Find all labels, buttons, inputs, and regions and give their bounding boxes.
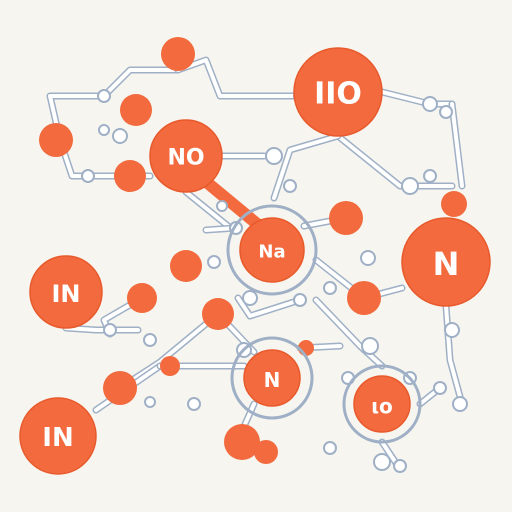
small-atoms-layer: [39, 37, 468, 473]
atom-node-bottom-left: [19, 397, 97, 475]
atom-node-center: [239, 217, 305, 283]
small-ring-atom: [444, 322, 460, 338]
small-atom: [441, 191, 467, 217]
atom-node-lower-right-ring: [342, 364, 422, 444]
small-atom: [170, 250, 202, 282]
small-ring-atom: [98, 124, 110, 136]
small-ring-atom: [439, 105, 453, 119]
small-ring-atom: [187, 397, 201, 411]
small-ring-atom: [373, 453, 391, 471]
atom-label-bottom-left: IN: [42, 423, 73, 453]
atom-label-lower-right: ιο: [371, 394, 393, 418]
atom-node-left: [29, 255, 103, 329]
atom-node-top-right: [293, 47, 383, 137]
small-atom: [224, 424, 260, 460]
small-atom: [329, 201, 363, 235]
atom-node-right: [401, 217, 491, 307]
bond-line: [236, 296, 302, 318]
bond-line: [64, 326, 140, 332]
small-ring-atom: [103, 323, 117, 337]
small-ring-atom: [283, 179, 297, 193]
small-atom: [114, 160, 146, 192]
atom-node-upper-left: [149, 119, 223, 193]
atom-label-top-right: IIO: [314, 77, 362, 112]
small-ring-atom: [361, 337, 379, 355]
small-atom: [120, 94, 152, 126]
atom-node-lower-center: [243, 349, 301, 407]
atom-label-right: N: [433, 245, 460, 283]
small-ring-atom: [143, 333, 157, 347]
small-ring-atom: [265, 147, 283, 165]
bond-line: [184, 190, 230, 228]
atom-label-upper-left: NO: [167, 146, 204, 171]
small-ring-atom: [401, 177, 419, 195]
small-ring-atom: [360, 250, 376, 266]
bond-line: [272, 134, 340, 200]
small-ring-atom: [323, 441, 337, 455]
small-atom: [254, 440, 278, 464]
bonds-layer: [46, 56, 466, 470]
atom-label-lower-center: N: [264, 368, 281, 392]
small-ring-atom: [112, 128, 128, 144]
small-ring-atom: [293, 293, 307, 307]
small-atom: [39, 123, 73, 157]
small-atom: [161, 37, 195, 71]
small-atom: [347, 281, 381, 315]
small-atom: [103, 371, 137, 405]
bond-line: [314, 298, 384, 368]
orange-bond: [198, 174, 268, 234]
small-ring-atom: [97, 89, 111, 103]
small-ring-atom: [433, 381, 447, 395]
bond-line: [102, 68, 180, 98]
bond-line: [176, 58, 302, 98]
small-ring-atom: [423, 169, 437, 183]
small-ring-atom: [323, 281, 337, 295]
bond-line: [444, 304, 464, 406]
atom-node-lower-center-ring: [230, 336, 314, 420]
small-ring-atom: [242, 290, 258, 306]
small-atom: [202, 298, 234, 330]
small-ring-atom: [393, 459, 407, 473]
atom-label-center: Na: [258, 242, 285, 263]
atom-label-left: IN: [51, 280, 80, 308]
small-ring-atom: [81, 169, 95, 183]
atom-node-center-ring: [226, 204, 318, 296]
labeled-atoms-layer: IIO NO Na N IN N ιο IN: [19, 47, 491, 475]
small-ring-atom: [216, 200, 228, 212]
small-ring-atom: [207, 255, 221, 269]
bond-line: [336, 134, 454, 188]
atom-node-lower-right: [353, 375, 411, 433]
small-ring-atom: [144, 396, 156, 408]
small-atom: [160, 356, 180, 376]
small-ring-atom: [452, 396, 468, 412]
small-ring-atom: [422, 96, 438, 112]
small-atom: [127, 283, 157, 313]
bond-line: [450, 102, 464, 188]
